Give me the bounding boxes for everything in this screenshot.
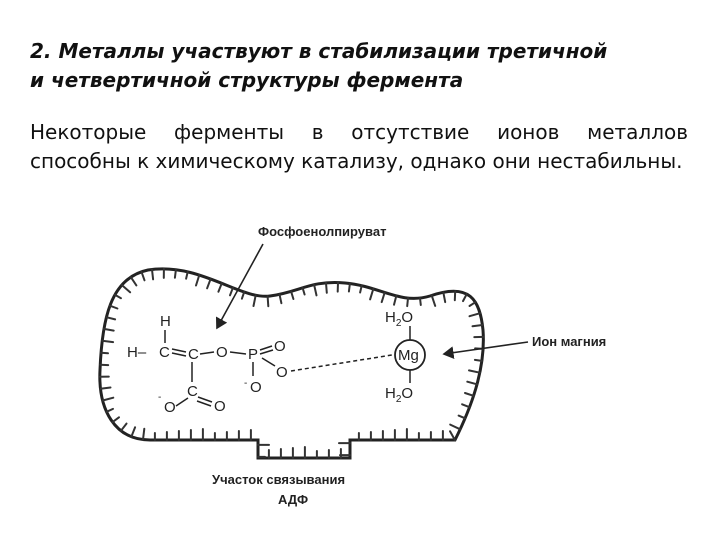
atom-o-p-bottom: O <box>250 379 262 396</box>
surface-tick <box>449 430 456 441</box>
surface-tick <box>290 290 295 300</box>
atom-o-p-top: O <box>274 338 286 355</box>
surface-tick <box>105 316 117 321</box>
coordination-dashed-line <box>290 354 393 372</box>
surface-tick <box>301 286 306 296</box>
surface-tick <box>99 386 112 390</box>
atom-mg: Mg <box>398 347 419 364</box>
water-bottom-h: H2O <box>385 385 413 405</box>
surface-tick <box>240 291 246 300</box>
label-adp-site-line2: АДФ <box>278 492 308 507</box>
surface-tick <box>466 380 478 386</box>
surface-tick <box>468 312 482 318</box>
surface-tick <box>113 293 122 300</box>
atom-o-p-right: O <box>276 364 288 381</box>
atom-p: P <box>248 346 258 363</box>
surface-tick <box>120 284 132 294</box>
surface-tick <box>100 351 109 355</box>
surface-tick <box>140 270 146 282</box>
enzyme-surface-ticks <box>98 267 485 459</box>
enzyme-outline <box>98 267 485 460</box>
surface-tick <box>359 284 363 294</box>
surface-tick <box>457 414 467 420</box>
surface-tick <box>130 426 137 438</box>
surface-tick <box>442 291 447 304</box>
surface-tick <box>101 339 115 344</box>
surface-tick <box>393 294 398 306</box>
pep-structure: H H– C C O P O O - O C - O O <box>127 313 288 416</box>
title-line-1: 2. Металлы участвуют в стабилизации трет… <box>30 39 608 63</box>
label-pep: Фосфоенолпируват <box>258 224 386 239</box>
mg-arrow <box>442 341 529 359</box>
charge-o-left: - <box>158 392 161 403</box>
surface-tick <box>406 297 409 308</box>
atom-h-top: H <box>160 313 171 330</box>
surface-tick <box>195 274 201 287</box>
surface-tick <box>111 416 120 424</box>
surface-tick <box>347 282 351 293</box>
surface-tick <box>129 276 138 287</box>
surface-tick <box>278 293 283 305</box>
pep-arrow <box>215 243 264 330</box>
surface-tick <box>471 324 484 328</box>
surface-tick <box>380 291 386 304</box>
label-adp-site-line1: Участок связывания <box>212 472 345 487</box>
atom-o-bottom-left: O <box>164 399 176 416</box>
surface-tick <box>151 268 155 281</box>
atom-c2: C <box>188 346 199 363</box>
surface-tick <box>266 295 270 308</box>
surface-tick <box>464 392 475 397</box>
atom-c1: C <box>159 344 170 361</box>
atom-o-bridge: O <box>216 344 228 361</box>
surface-tick <box>449 423 462 431</box>
charge-p-bottom: - <box>244 378 247 389</box>
surface-tick <box>108 304 119 310</box>
surface-tick <box>461 403 471 409</box>
slide-title: 2. Металлы участвуют в стабилизации трет… <box>30 37 695 95</box>
surface-tick <box>185 270 189 280</box>
surface-tick <box>369 287 375 301</box>
surface-tick <box>468 301 477 307</box>
surface-tick <box>473 358 483 362</box>
surface-tick <box>252 294 257 307</box>
surface-tick <box>142 427 146 441</box>
surface-tick <box>105 407 114 413</box>
atom-c3: C <box>187 383 198 400</box>
surface-tick <box>430 294 437 307</box>
surface-tick <box>468 369 481 374</box>
title-line-2: и четвертичной структуры фермента <box>30 68 464 92</box>
body-text: Некоторые ферменты в отсутствие ионов ме… <box>30 120 688 173</box>
surface-tick <box>325 281 328 294</box>
surface-tick <box>101 396 115 402</box>
surface-tick <box>102 327 115 332</box>
surface-tick <box>217 282 223 293</box>
mg-complex: H2O Mg H2O <box>385 309 426 405</box>
water-top-h: H2O <box>385 309 413 329</box>
surface-tick <box>229 286 234 297</box>
surface-tick <box>462 293 468 303</box>
atom-h-left: H– <box>127 344 147 361</box>
label-mg-ion: Ион магния <box>532 334 606 349</box>
atom-o-bottom-right: O <box>214 398 226 415</box>
surface-tick <box>173 268 177 279</box>
surface-tick <box>120 422 128 432</box>
surface-tick <box>313 283 318 297</box>
surface-tick <box>419 297 422 306</box>
surface-tick <box>206 278 212 290</box>
